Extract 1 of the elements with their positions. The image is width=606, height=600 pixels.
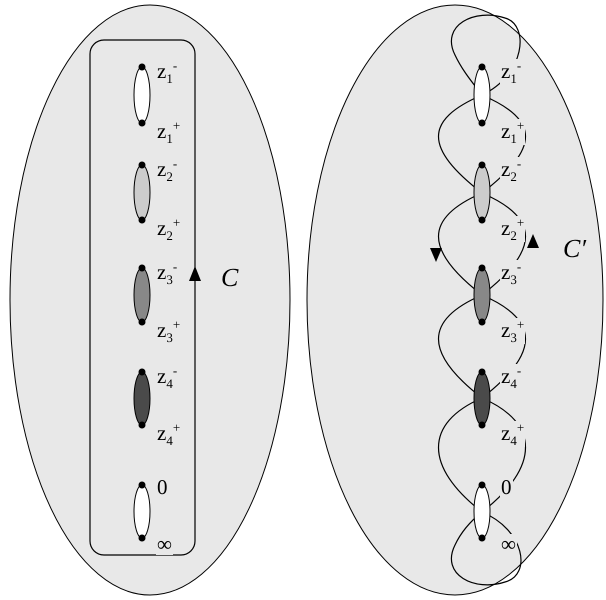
point-label: 0 <box>500 477 512 498</box>
